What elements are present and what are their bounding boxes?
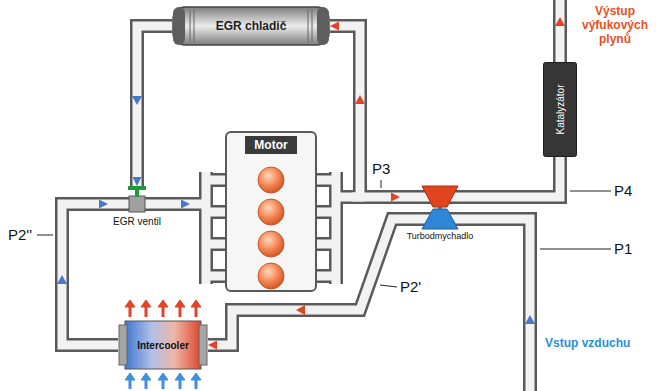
heat-arrow (179, 306, 182, 317)
pipe-wall (330, 26, 360, 197)
cooler-rib (190, 10, 191, 42)
exhaust-outlet-pipe (560, 0, 561, 62)
pipe-bore (480, 219, 530, 391)
heat-arrow (125, 300, 135, 307)
flow-arrow (525, 315, 535, 324)
valve-handle (128, 186, 146, 190)
flow-arrow (555, 17, 565, 26)
engine-cylinder (258, 167, 284, 193)
pipe-connector (62, 204, 118, 345)
pipe-wall (166, 197, 190, 211)
pipe-bore (556, 0, 565, 62)
inlet-label: Vstup vzduchu (545, 336, 630, 350)
heat-arrow (158, 300, 168, 307)
node-text: Motor (245, 136, 296, 154)
cooler-rib (194, 10, 195, 42)
heat-arrow (175, 300, 185, 307)
cooling-air-arrows (125, 373, 201, 389)
pressure-point: P2' (400, 278, 421, 296)
pipe-wall (199, 172, 213, 284)
pipe-bore (190, 200, 206, 209)
pressure-point: P3 (372, 160, 390, 178)
engine-cylinder (258, 199, 284, 225)
cooler-body (173, 7, 329, 45)
catalyst-box: Katalyzátor (543, 62, 577, 157)
heat-arrow (141, 300, 151, 307)
heat-arrow (145, 306, 148, 317)
engine-block: Motor (190, 128, 352, 295)
cooling-arrow (141, 373, 151, 380)
flow-arrow (296, 305, 305, 315)
pipe-connector (137, 26, 172, 186)
engine-housing (226, 132, 316, 291)
pipe-wall (137, 26, 172, 186)
egr-valve: EGR ventil (108, 186, 166, 232)
cooling-arrow (175, 373, 185, 380)
pipe-connector (352, 193, 400, 202)
pipe-bore (332, 172, 341, 284)
leader-line (570, 191, 611, 192)
pipe-wall (480, 219, 530, 391)
compressor-wheel (422, 209, 458, 229)
pressure-point: P1 (614, 240, 632, 258)
intercooler-core (125, 321, 201, 369)
node-text: EGR chladič (216, 19, 287, 33)
intercooler-box: Intercooler (118, 320, 208, 370)
engine-cylinder (258, 263, 284, 289)
node-text: Turbodmychadlo (407, 231, 474, 241)
pipe-bores (62, 26, 560, 345)
pipe-wall (329, 172, 343, 284)
turbine-wheel (422, 186, 458, 207)
flow-arrow (355, 95, 365, 104)
pipe-bore (336, 193, 352, 202)
heat-arrow (195, 306, 198, 317)
pipe-walls (62, 26, 560, 345)
turbocharger: Turbodmychadlo (400, 185, 480, 243)
flow-arrow (57, 275, 67, 284)
valve-body (129, 196, 145, 212)
pipe-connector (330, 26, 360, 197)
pressure-point: P4 (614, 182, 632, 200)
leader-line (381, 180, 382, 188)
egr-cooler: EGR chladič (172, 6, 330, 46)
pipe-wall (480, 157, 560, 197)
intake-pipe (480, 219, 530, 391)
cooling-arrow (158, 373, 168, 380)
node-text: Intercooler (137, 340, 189, 351)
node-text: Katalyzátor (555, 84, 566, 134)
intercooler-tank (199, 325, 207, 365)
outlet-label: Výstup výfukových plynů (568, 4, 662, 46)
flow-arrow (132, 96, 142, 105)
leader-line (380, 285, 397, 287)
heat-arrow (191, 300, 201, 307)
catalyst-body (544, 63, 577, 157)
leader-line (540, 249, 611, 250)
heat-arrow (162, 306, 165, 317)
cooler-rib (308, 10, 309, 42)
pipe-wall (108, 197, 166, 211)
cooler-cap (173, 7, 185, 45)
engine-cylinder (258, 231, 284, 257)
pipe-wall (62, 204, 118, 345)
pipe-wall (553, 0, 567, 62)
cooling-arrow (125, 373, 135, 380)
pressure-point: P2'' (8, 226, 32, 244)
pipe-connector (166, 200, 190, 209)
pipe-bore (202, 172, 211, 284)
leader-line (37, 235, 53, 236)
cooler-rib (312, 10, 313, 42)
cooling-arrow (191, 373, 201, 380)
node-text: EGR ventil (113, 216, 161, 227)
cooler-cap (317, 7, 329, 45)
pipe-connector (480, 157, 560, 197)
intercooler-tank (119, 325, 127, 365)
heat-arrow (129, 306, 132, 317)
heat-out-arrows (125, 300, 201, 317)
